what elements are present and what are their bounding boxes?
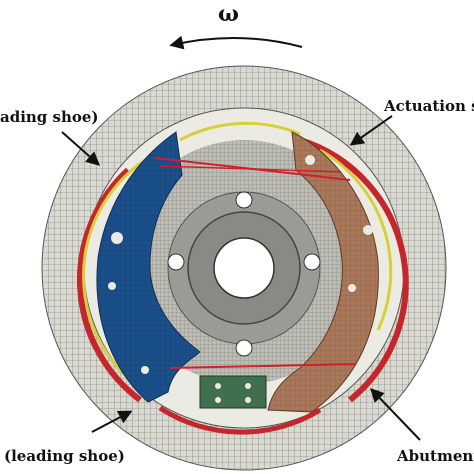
- leading-shoe-hole: [108, 282, 116, 290]
- abutment-bolt: [215, 397, 221, 403]
- leader-arrow-bottom-right: [370, 387, 421, 441]
- stud-hole: [235, 191, 253, 209]
- trailing-shoe-hole: [348, 284, 356, 292]
- lining-yellow-top: [179, 121, 301, 142]
- abutment-block: [199, 375, 267, 409]
- lining-yellow-right: [319, 148, 393, 331]
- label-top-right: Actuation s: [384, 97, 474, 115]
- leading-shoe-hole: [111, 232, 123, 244]
- abutment-bolt: [245, 397, 251, 403]
- angular-velocity-symbol: ω: [218, 1, 239, 27]
- lining-red-right: [299, 137, 409, 403]
- label-bottom-right: Abutment: [397, 447, 474, 465]
- leading-shoe-hole: [141, 366, 149, 374]
- abutment-bolt: [215, 383, 221, 389]
- leader-arrow-top-right: [349, 115, 393, 146]
- stud-hole: [235, 339, 253, 357]
- lining-red-left: [77, 167, 142, 403]
- return-spring-top-2: [159, 165, 341, 173]
- lining-red-bottom: [158, 405, 322, 435]
- leading-shoe: [96, 131, 201, 403]
- stud-hole: [303, 253, 321, 271]
- trailing-shoe-hole: [363, 225, 373, 235]
- return-spring-bottom: [169, 363, 357, 369]
- trailing-shoe-hole: [305, 155, 315, 165]
- rotation-arrow: [169, 35, 303, 50]
- hub-bore: [213, 237, 275, 299]
- label-bottom-left: (leading shoe): [4, 447, 125, 465]
- label-top-left: ading shoe): [0, 108, 99, 126]
- abutment-bolt: [245, 383, 251, 389]
- lining-yellow-left: [82, 158, 151, 397]
- trailing-shoe: [267, 131, 379, 413]
- leader-arrow-bottom-left: [91, 410, 133, 433]
- stud-hole: [167, 253, 185, 271]
- leader-arrow-top-left: [61, 131, 101, 166]
